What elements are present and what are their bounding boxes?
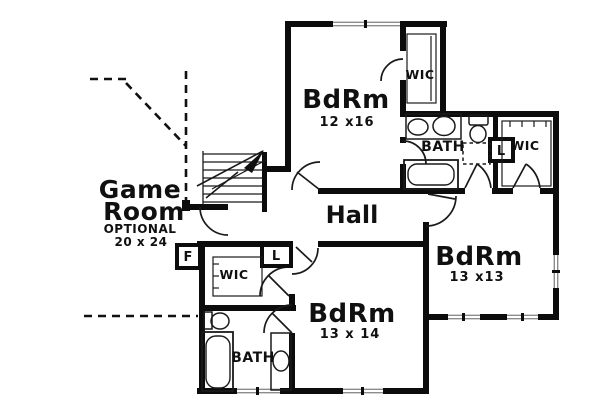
door-arc-bath-top-south [476,163,492,189]
wall-wic-top-left-a [400,21,406,51]
door-arc-bedroom-right [425,195,457,227]
bath-top-label: BATH [421,139,465,155]
wall-bath-top-left-a [400,137,406,143]
wic-top-shelf [406,33,437,104]
game-room-dashed-outline [84,71,198,318]
bath-fixtures [201,113,491,392]
hall-label: Hall [326,201,379,229]
linen-middle-label: L [272,249,280,264]
bedroom-top-label: BdRm [302,85,390,115]
door-leaf-bedroom-top [296,171,321,191]
sink-basin [407,118,429,136]
door-leaf-bath-bottom [271,312,293,334]
sink-basin [432,115,456,137]
game-room-label-2: Room [103,197,185,226]
toilet-tank [203,311,213,330]
door-leaf-wic-middle [267,274,290,297]
wall-left-lower [199,241,205,394]
door-leaf-bedroom-right [427,193,456,200]
wall-wic-middle-bottom [199,305,296,311]
window-bottom-a [237,387,280,395]
game-room-label-3: OPTIONAL [104,222,177,236]
bedroom-top-dims: 12 x16 [319,115,374,130]
window-right [552,255,560,288]
wall-wic-middle-top [197,241,293,247]
wall-landing [182,204,228,210]
door-leaf-bedroom-bottom [295,246,313,263]
wall-bedroom-right-bottom [423,314,559,320]
wic-middle-label: WIC [219,267,248,282]
linen-middle-box [260,243,293,268]
door-arc-landing [199,206,229,236]
wall-linen-divider-bottom [493,161,498,188]
windows [237,20,560,395]
toilet-bowl [210,312,230,330]
door-leaf-wic-right [512,163,527,189]
wall-bedroom-right-left [423,222,429,320]
wic-top-label: WIC [405,67,434,82]
wall-bath-top-left-b [400,164,406,194]
linen-right-label: L [497,144,505,159]
wall-right-exterior [553,111,559,320]
bedroom-right-label: BdRm [435,242,523,272]
bathtub-basin [205,335,231,389]
wall-bedroom-bottom-right [423,320,429,394]
stair-arrow-shaft [205,171,239,199]
bathtub-basin [407,163,455,186]
closet-shelving [212,33,552,297]
vanity-double-sink [405,113,462,140]
wall-linen-divider-top [493,111,498,138]
wall-bath-bottom-a [492,188,513,194]
door-arc-wic-right [525,163,541,189]
game-room-label-1: Game [99,175,181,204]
wall-stub-landing [262,166,291,172]
game-room-label-4: 20 x 24 [115,235,168,249]
bathtub-surround [201,331,234,392]
door-arc-bedroom-top [291,161,321,191]
window-bedroom-right-bottom-a [448,313,480,321]
window-bottom-b [343,387,383,395]
toilet-bowl [469,124,487,144]
shower-dashed [462,142,491,165]
wall-bottom-exterior [197,388,429,394]
door-arc-bedroom-bottom [291,247,319,275]
stair-break-line-2 [211,159,267,190]
wall-vestibule-a [289,294,295,306]
wall-stair-right [262,152,267,212]
vanity-single-sink [270,332,292,391]
window-bedroom-right-bottom-b [507,313,538,321]
bedroom-bottom-dims: 13 x 14 [320,327,381,342]
wic-right-label: WIC [510,138,539,153]
staircase [196,150,267,205]
wall-bath-bottom-right [289,333,295,394]
bedroom-bottom-label: BdRm [308,299,396,329]
wall-hall-bottom [318,241,429,247]
wall-left [285,21,291,172]
bedroom-right-dims: 13 x13 [449,270,504,285]
wall-wic-top-left-b [400,80,406,117]
doors [199,58,541,334]
wall-wic-top-right [440,21,446,117]
window-top [333,20,400,28]
bath-bottom-label: BATH [231,350,275,366]
wall-hall-top [318,188,465,194]
stair-up-arrowhead [244,150,264,173]
furnace-box [175,243,202,270]
wic-right-shelf [501,120,552,187]
wall-wic-right-bottom [540,188,559,194]
furnace-label: F [184,250,193,265]
door-arc-wic-top [380,58,404,82]
stair-break-line [196,150,264,187]
room-labels: BdRm 12 x16 BdRm 13 x13 BdRm 13 x 14 Hal… [99,67,539,366]
wall-mid-horizontal [400,111,559,117]
dashed-diagonal-edge [125,82,187,147]
bathtub-surround [403,159,459,190]
door-leaf-bath-top-south [464,163,478,189]
sink-basin [272,350,290,372]
